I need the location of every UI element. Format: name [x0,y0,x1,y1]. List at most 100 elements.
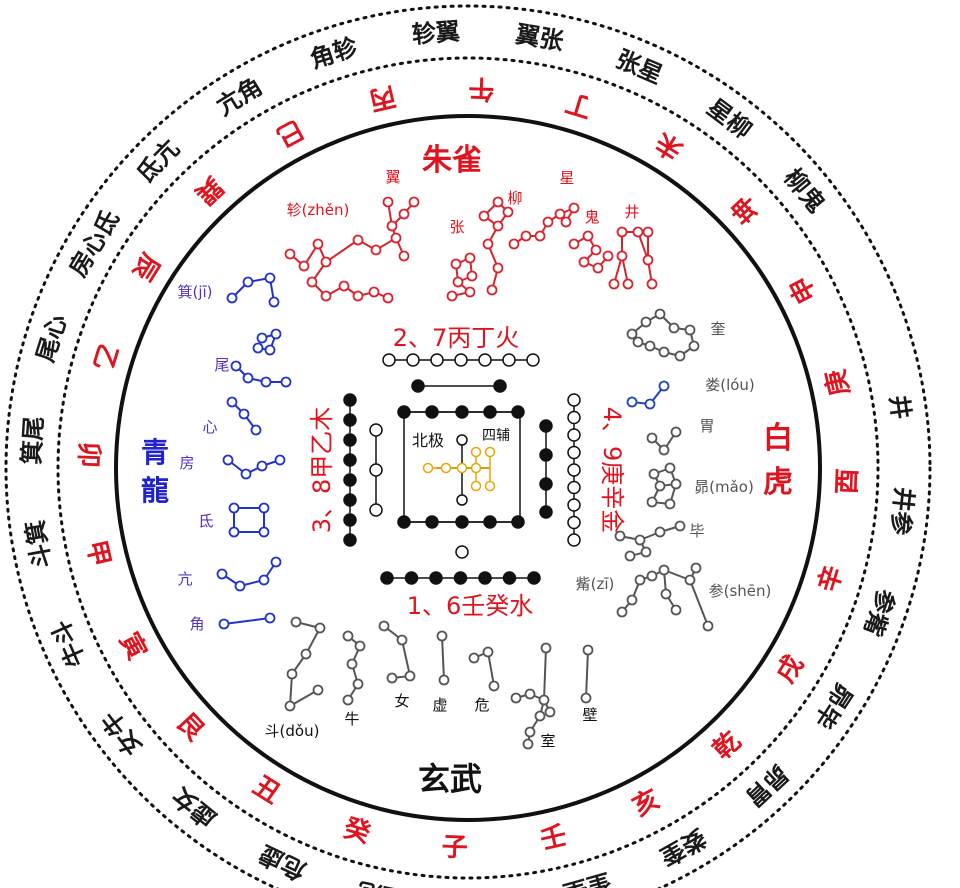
center-dot [470,480,482,492]
mansion-label-bi2: 壁 [582,706,597,724]
mansion-ring-label: 危虚 [255,840,310,886]
constellation-line [543,647,547,701]
star [522,738,534,750]
mansion-ring-label: 井 [884,393,915,421]
mansion-label-liu: 柳 [507,189,522,207]
star [264,272,276,284]
center-dot [483,515,497,529]
center-dot [455,405,469,419]
center-dot [453,571,468,585]
center-dot [526,353,540,367]
star [626,396,638,408]
constellation-liu [478,196,514,296]
star [256,332,268,344]
center-dot [493,379,507,393]
mansion-label-wei3: 危 [474,696,489,714]
direction-ring-label: 庚 [820,366,856,398]
star [446,290,458,302]
star [352,234,364,246]
direction-ring-label: 巳 [271,113,308,152]
direction-ring-label: 丑 [248,771,286,810]
constellation-line [585,649,589,699]
beast-east-1: 青 [141,436,169,469]
star [404,670,416,682]
center-dot [429,571,443,585]
constellation-lou [626,380,670,410]
direction-ring-label: 子 [441,832,468,863]
star [258,574,270,586]
star [264,344,276,356]
star [488,680,500,692]
beast-east-2: 龍 [141,474,169,507]
mansion-label-kui: 奎 [710,320,725,338]
center-dot [343,513,357,527]
mansion-ring-label: 箕尾 [17,416,48,466]
star [354,640,366,652]
star [578,256,590,268]
star [670,426,682,438]
center-dot [483,405,497,419]
star [520,230,532,242]
center-dot [343,413,357,427]
constellation-line [223,617,271,625]
mansion-label-jing: 井 [624,203,639,221]
star [320,256,332,268]
mansion-ring-label: 张星 [612,45,667,90]
center-dot [470,446,482,458]
center-dot [567,480,581,495]
star [320,290,332,302]
mansion-label-wei: 尾 [214,356,229,374]
star [492,220,504,232]
star [670,478,682,490]
star [646,570,658,582]
center-dot [440,462,452,474]
star [538,694,550,706]
inner-circle [114,114,822,822]
center-dot [397,405,411,419]
star [216,568,228,580]
star [226,396,238,408]
star [492,262,504,274]
center-dot [369,423,383,437]
direction-ring-label: 艮 [170,707,210,747]
center-dot [382,353,396,367]
star [616,226,628,238]
constellation-ji [226,272,280,308]
star [352,678,364,690]
star [658,380,670,392]
star [284,248,296,260]
mansion-label-zhen: 轸(zhěn) [287,201,350,219]
constellation-wei-tail-top [252,328,282,356]
mansion-ring-label: 牛斗 [46,616,91,671]
center-dot [455,515,469,529]
constellation-jiao [218,612,276,630]
center-dot [567,428,581,442]
star [382,196,394,208]
beast-west-2: 虎 [763,465,793,500]
mansion-label-fang: 房 [179,454,194,472]
mansion-ring-label: 角轸 [307,32,362,74]
star [540,642,552,654]
star [590,244,602,256]
center-dot [404,571,419,585]
star [568,238,580,250]
center-dot [430,353,444,367]
mansion-label-shi: 室 [540,732,555,750]
star [688,340,700,352]
east-mansion-labels: 箕(jī) 尾 心 房 氐 亢 角 [177,283,229,633]
mansion-ring-label: 奎壁 [560,867,615,888]
star [396,634,408,646]
direction-ring-label: 丁 [562,86,596,122]
star [674,520,686,532]
direction-ring-label: 未 [650,126,688,165]
direction-ring-label: 申 [784,271,823,308]
star [492,196,504,208]
star [370,244,382,256]
constellation-bi [614,520,686,562]
star [654,526,666,538]
center-dot [567,498,581,512]
constellation-bi-wall [580,644,594,704]
center-dot [397,515,411,529]
center-dot [478,353,492,367]
constellation-jing [608,226,658,290]
